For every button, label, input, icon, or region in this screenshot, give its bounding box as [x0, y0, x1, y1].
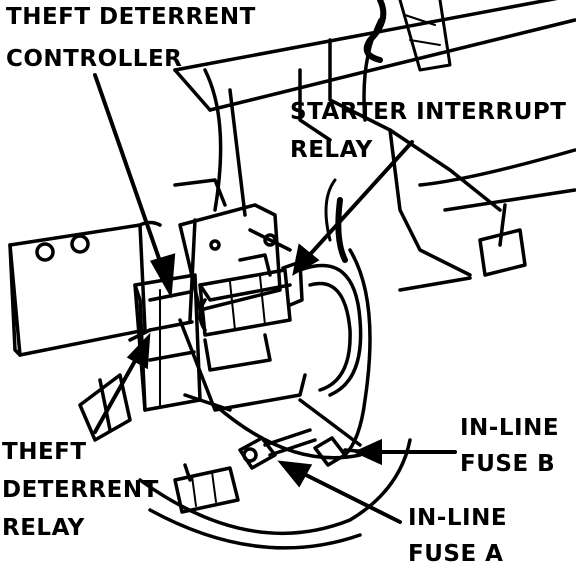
label-line: THEFT DETERRENT — [6, 4, 256, 30]
label-theft-deterrent-relay: THEFT DETERRENT RELAY — [2, 437, 159, 543]
label-line: THEFT — [2, 439, 87, 465]
left-panel — [8, 220, 162, 357]
controller-leader — [93, 73, 165, 272]
label-line: FUSE B — [460, 451, 556, 477]
label-line: RELAY — [290, 137, 373, 163]
lower-connector — [173, 463, 240, 514]
label-in-line-fuse-b: IN-LINE FUSE B — [460, 413, 559, 479]
controller-arrowhead — [150, 253, 176, 299]
fuse-a-arrowhead — [277, 460, 313, 488]
wire-loop — [298, 178, 372, 457]
label-starter-interrupt-relay: STARTER INTERRUPT RELAY — [290, 97, 566, 165]
label-line: IN-LINE — [408, 505, 508, 531]
theft-relay-arrowhead — [126, 332, 151, 370]
label-line: STARTER INTERRUPT — [290, 99, 567, 125]
lower-harness — [138, 398, 412, 550]
starter-relay — [198, 253, 304, 337]
controller-box — [133, 273, 202, 412]
fuse-b-arrowhead — [353, 438, 382, 466]
theft-relay-leader — [93, 350, 142, 434]
label-line: RELAY — [2, 515, 85, 541]
label-theft-deterrent-controller: THEFT DETERRENT CONTROLLER — [6, 2, 256, 74]
starter-relay-leader — [303, 140, 414, 262]
upper-harness — [363, 0, 452, 72]
dashboard-structure — [173, 0, 576, 292]
starter-relay-arrowhead — [292, 243, 320, 276]
label-line: FUSE A — [408, 541, 504, 567]
label-in-line-fuse-a: IN-LINE FUSE A — [408, 503, 507, 569]
fuse-a-leader — [298, 470, 402, 524]
label-line: IN-LINE — [460, 415, 560, 441]
ground-strap — [78, 328, 152, 442]
label-line: DETERRENT — [2, 477, 159, 503]
label-line: CONTROLLER — [6, 46, 183, 72]
